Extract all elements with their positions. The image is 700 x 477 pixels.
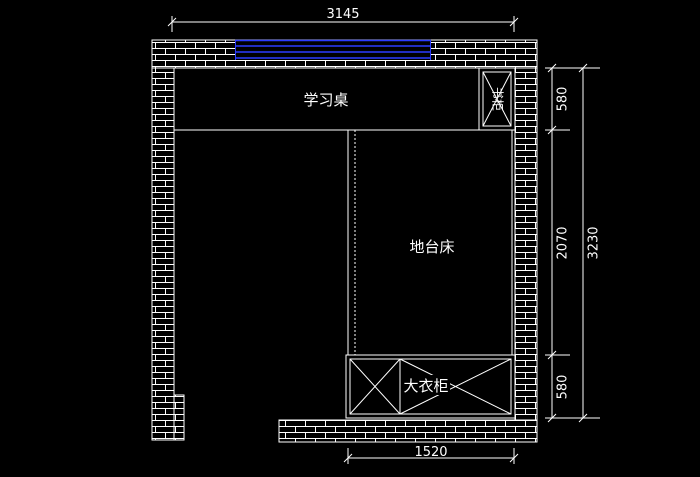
dimension-bottom-label: 1520 (414, 445, 447, 460)
dimension-bottom: 1520 (343, 445, 519, 464)
left-wall (151, 67, 175, 441)
wardrobe: 大衣柜 (345, 354, 516, 419)
dimension-right-bottom-label: 580 (556, 375, 571, 400)
desk: 学习桌 (173, 67, 480, 131)
dimension-right-total-label: 3230 (587, 226, 602, 259)
window (235, 39, 431, 60)
bed: 地台床 (347, 130, 513, 355)
bottom-wall (278, 419, 538, 443)
dimension-right-middle-label: 2070 (556, 226, 571, 259)
right-wall (514, 67, 538, 421)
dimension-right-top-label: 580 (556, 87, 571, 112)
wardrobe-label: 大衣柜 (403, 377, 448, 395)
bed-label: 地台床 (409, 238, 454, 256)
cabinet: 书柜 (478, 67, 516, 131)
dimension-top: 3145 (167, 7, 519, 32)
cabinet-label: 书柜 (491, 87, 505, 111)
desk-label: 学习桌 (303, 91, 348, 109)
dimension-right-inner: 580 2070 580 (545, 63, 571, 423)
left-wall-jog (173, 394, 185, 441)
walls (151, 39, 538, 443)
dimension-top-label: 3145 (326, 7, 359, 22)
dimension-right-outer: 3230 (570, 63, 602, 423)
